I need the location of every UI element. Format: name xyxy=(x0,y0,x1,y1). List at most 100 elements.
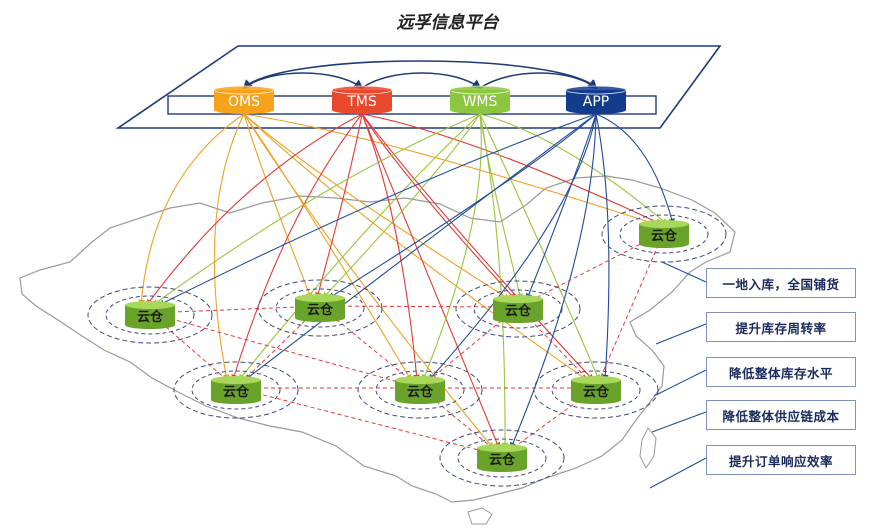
system-layer: OMS TMS WMS APP xyxy=(213,85,627,114)
system-body xyxy=(566,90,626,110)
warehouse-ring-outer xyxy=(455,280,581,338)
system-warehouse-link xyxy=(243,113,511,300)
warehouse-label: 云仓 xyxy=(137,309,164,325)
system-warehouse-link xyxy=(138,113,245,307)
system-warehouse-link xyxy=(595,113,675,226)
warehouse-ring-inner xyxy=(619,214,709,254)
warehouse-body xyxy=(639,224,689,244)
benefit-box-5: 提升订单响应效率 xyxy=(706,445,856,475)
warehouse-top xyxy=(571,376,621,384)
system-links xyxy=(242,60,598,90)
benefit-box-3: 降低整体库存水平 xyxy=(706,357,856,387)
system-tms: TMS xyxy=(331,85,393,114)
warehouse-ring-inner xyxy=(457,438,547,478)
warehouse-body xyxy=(571,380,621,400)
warehouse-ring-outer xyxy=(533,361,659,419)
hainan-island xyxy=(467,507,493,525)
warehouse-base xyxy=(125,321,175,329)
warehouse-ring-inner xyxy=(275,288,365,328)
cloud-warehouse: 云仓 xyxy=(173,361,299,419)
system-base xyxy=(214,106,274,114)
warehouse-ring-inner xyxy=(191,370,281,410)
system-label: WMS xyxy=(463,94,498,110)
warehouse-base xyxy=(395,396,445,404)
warehouse-label: 云仓 xyxy=(489,452,516,468)
warehouse-base xyxy=(571,396,621,404)
warehouse-label: 云仓 xyxy=(307,302,334,318)
system-warehouse-link xyxy=(146,113,363,307)
benefit-box-4: 降低整体供应链成本 xyxy=(706,400,856,430)
warehouse-ring-outer xyxy=(357,361,483,419)
distribution-route xyxy=(148,311,422,390)
system-warehouse-link xyxy=(322,113,481,299)
warehouse-body xyxy=(395,380,445,400)
system-warehouse-link xyxy=(157,113,597,306)
system-warehouse-link xyxy=(315,113,363,300)
system-top xyxy=(331,85,393,95)
warehouse-label: 云仓 xyxy=(505,303,532,319)
system-oms: OMS xyxy=(213,85,275,114)
warehouse-top xyxy=(493,295,543,303)
system-wms: WMS xyxy=(449,85,511,114)
system-warehouse-link xyxy=(151,113,481,306)
benefit-pointers xyxy=(649,261,707,489)
warehouse-ring-inner xyxy=(551,370,641,410)
warehouse-top xyxy=(639,220,689,228)
warehouse-base xyxy=(639,240,689,248)
warehouse-ring-outer xyxy=(601,205,727,263)
warehouse-label: 云仓 xyxy=(223,384,250,400)
warehouse-top xyxy=(211,376,261,384)
system-top xyxy=(213,85,275,95)
system-top xyxy=(449,85,511,95)
system-warehouse-link xyxy=(361,113,516,300)
warehouse-top xyxy=(125,301,175,309)
cloud-warehouse: 云仓 xyxy=(533,361,659,419)
distribution-route xyxy=(234,386,504,458)
system-body xyxy=(450,90,510,110)
distribution-route xyxy=(501,387,597,457)
cloud-warehouse: 云仓 xyxy=(357,361,483,419)
platform-frame xyxy=(115,45,722,129)
benefit-box-1: 一地入库，全国铺货 xyxy=(706,268,856,298)
taiwan-island xyxy=(639,427,657,469)
warehouse-ring-outer xyxy=(87,286,213,344)
system-label: APP xyxy=(583,94,609,110)
cloud-warehouse: 云仓 xyxy=(257,279,383,337)
benefit-box-2: 提升库存周转率 xyxy=(706,312,856,342)
system-label: OMS xyxy=(228,94,260,110)
warehouse-top xyxy=(395,376,445,384)
warehouse-base xyxy=(211,396,261,404)
system-top xyxy=(565,85,627,95)
warehouse-body xyxy=(211,380,261,400)
system-warehouse-link xyxy=(479,113,669,225)
warehouse-top xyxy=(295,294,345,302)
system-warehouse-link xyxy=(243,113,313,300)
warehouse-base xyxy=(493,315,543,323)
distribution-routes xyxy=(148,230,666,458)
system-bar xyxy=(167,95,657,115)
cloud-warehouse: 云仓 xyxy=(87,286,213,344)
warehouse-body xyxy=(477,448,527,468)
system-body xyxy=(332,90,392,110)
warehouse-base xyxy=(295,314,345,322)
warehouse-body xyxy=(125,305,175,325)
warehouse-ring-outer xyxy=(173,361,299,419)
warehouse-label: 云仓 xyxy=(407,384,434,400)
warehouse-body xyxy=(493,299,543,319)
warehouse-layer: 云仓云仓云仓云仓云仓云仓云仓云仓 xyxy=(87,205,727,487)
warehouse-label: 云仓 xyxy=(651,228,678,244)
warehouse-ring-inner xyxy=(473,289,563,329)
cloud-warehouse: 云仓 xyxy=(439,429,565,487)
system-base xyxy=(332,106,392,114)
diagram-title: 远孚信息平台 xyxy=(396,13,499,33)
system-warehouse-link xyxy=(361,113,663,225)
cloud-warehouse: 云仓 xyxy=(601,205,727,263)
system-body xyxy=(214,90,274,110)
distribution-route xyxy=(595,230,665,390)
system-label: TMS xyxy=(346,94,377,110)
warehouse-ring-outer xyxy=(257,279,383,337)
warehouse-ring-inner xyxy=(105,295,195,335)
connection-lines xyxy=(138,113,675,450)
